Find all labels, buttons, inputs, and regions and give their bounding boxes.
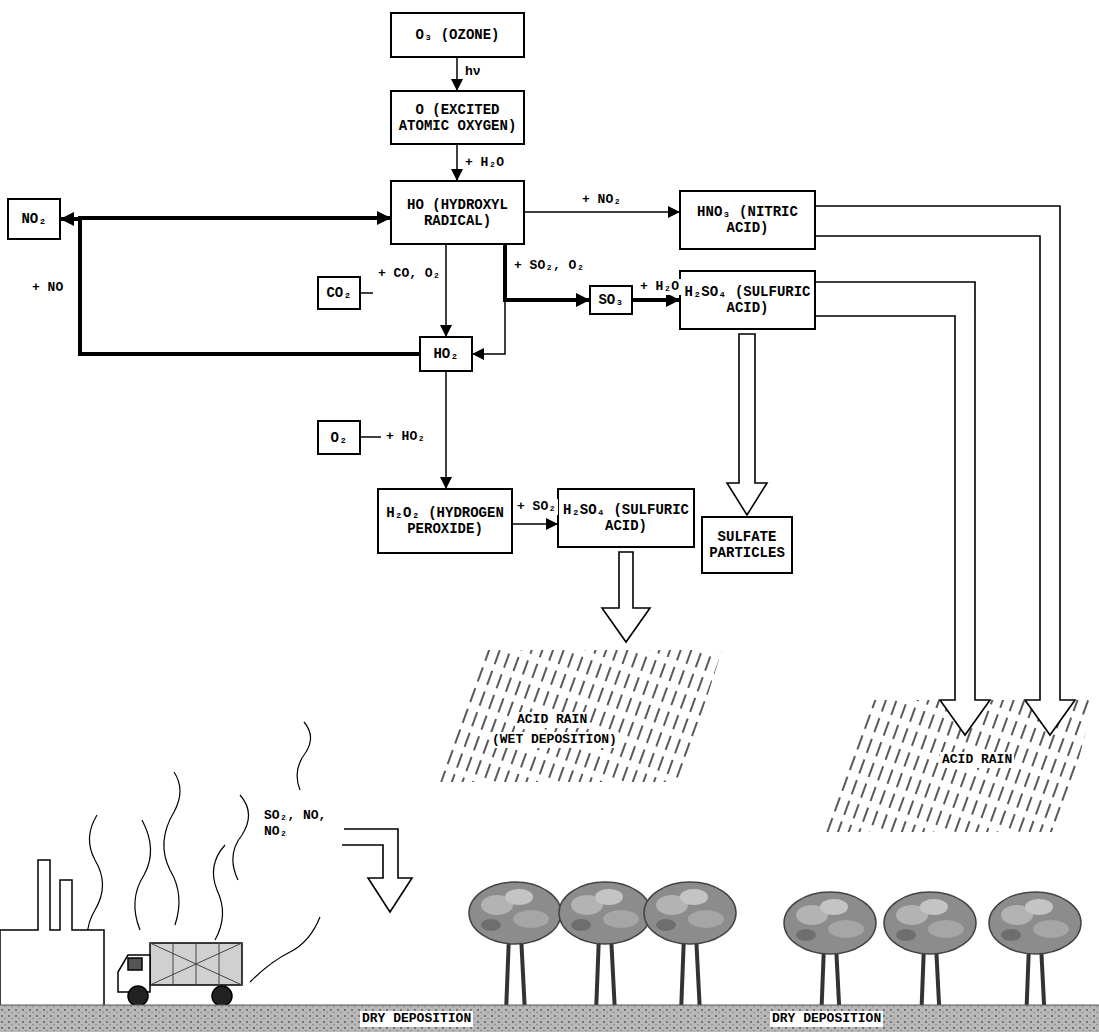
annotation-label: (WET DEPOSITION) <box>490 732 619 748</box>
reactant-label: + NO <box>30 280 65 296</box>
species-box: H₂SO₄ (SULFURIC ACID) <box>557 488 695 548</box>
hollow-arrow-part <box>342 829 412 912</box>
reaction-arrow <box>525 211 679 213</box>
species-text: O₃ (OZONE) <box>395 27 520 43</box>
annotation-label: ACID RAIN <box>940 752 1014 768</box>
species-text: O (EXCITED ATOMIC OXYGEN) <box>395 102 520 134</box>
reaction-stub <box>360 293 381 437</box>
species-box: O₃ (OZONE) <box>390 12 525 58</box>
trees-part <box>469 882 561 1013</box>
truck <box>118 943 242 1006</box>
truck-part <box>212 986 232 1006</box>
hollow-arrow <box>342 206 1075 912</box>
hollow-arrow-part <box>602 552 650 642</box>
species-text: CO₂ <box>322 285 356 301</box>
truck-part <box>150 943 242 985</box>
smoke-part <box>213 845 225 940</box>
hollow-arrow-part <box>815 206 1075 735</box>
trees-part <box>884 892 976 1023</box>
reactant-label: + CO, O₂ <box>376 266 442 282</box>
trees-part <box>559 882 651 1013</box>
reaction-arrow-main <box>505 245 589 300</box>
annotation-label: ACID RAIN <box>515 712 589 728</box>
species-text: O₂ <box>322 430 356 446</box>
species-box: O (EXCITED ATOMIC OXYGEN) <box>390 90 525 145</box>
reaction-arrow <box>456 58 458 90</box>
factory <box>0 860 104 1008</box>
trees-part <box>644 882 736 1013</box>
ground-part <box>0 1005 1099 1006</box>
species-box: SULFATE PARTICLES <box>701 516 793 574</box>
species-box: O₂ <box>317 420 361 455</box>
factory-part <box>0 860 104 1008</box>
trees-part <box>989 892 1081 1023</box>
smoke-part <box>233 795 249 880</box>
reaction-arrow <box>445 245 447 336</box>
annotation-label: DRY DEPOSITION <box>360 1011 473 1027</box>
ground-part <box>0 1005 1099 1032</box>
reaction-arrow-main <box>80 218 419 354</box>
species-text: SULFATE PARTICLES <box>706 529 788 561</box>
reaction-arrow-main <box>61 219 419 354</box>
species-box: H₂SO₄ (SULFURIC ACID) <box>679 270 816 330</box>
species-box: H₂O₂ (HYDROGEN PEROXIDE) <box>377 488 513 554</box>
species-box: HO₂ <box>419 336 473 372</box>
species-text: SO₃ <box>594 292 628 308</box>
smoke-part <box>164 772 180 925</box>
reaction-stub-part <box>360 292 373 294</box>
trees-part <box>784 892 876 1023</box>
reaction-arrow <box>513 523 557 525</box>
species-text: H₂SO₄ (SULFURIC ACID) <box>562 502 690 534</box>
hollow-arrow-part <box>815 282 990 735</box>
rain-hatching-part <box>440 650 722 782</box>
ground <box>0 1005 1099 1032</box>
reactant-label: hν <box>463 64 483 80</box>
smoke-part <box>297 722 310 790</box>
species-box: HO (HYDROXYL RADICAL) <box>390 180 525 245</box>
reactant-label: + NO₂ <box>580 192 623 208</box>
reactant-label: + SO₂ <box>515 499 558 515</box>
reactant-label: + H₂O <box>638 279 681 295</box>
truck-part <box>128 958 142 970</box>
truck-part <box>128 986 148 1006</box>
reactant-label: + H₂O <box>463 155 506 171</box>
reaction-arrow <box>445 372 447 488</box>
species-text: HO (HYDROXYL RADICAL) <box>395 197 520 229</box>
reactant-label: + HO₂ <box>384 429 427 445</box>
species-box: NO₂ <box>7 198 61 240</box>
species-box: HNO₃ (NITRIC ACID) <box>679 190 816 250</box>
smoke-part <box>135 820 151 930</box>
species-text: HO₂ <box>424 346 468 362</box>
reaction-arrow <box>473 245 505 354</box>
reaction-arrow <box>456 145 458 180</box>
rain-hatching <box>440 650 1094 832</box>
species-box: CO₂ <box>317 276 361 310</box>
species-text: HNO₃ (NITRIC ACID) <box>684 204 811 236</box>
reaction-arrow-main <box>633 298 679 302</box>
hollow-arrow <box>727 334 767 515</box>
species-text: H₂SO₄ (SULFURIC ACID) <box>684 284 811 316</box>
trees <box>469 882 1081 1023</box>
species-text: NO₂ <box>12 211 56 227</box>
annotation-label: DRY DEPOSITION <box>770 1011 883 1027</box>
species-text: H₂O₂ (HYDROGEN PEROXIDE) <box>382 505 508 537</box>
species-box: SO₃ <box>589 285 633 315</box>
reaction-stub-part <box>360 436 381 438</box>
annotation-label: SO₂, NO, NO₂ <box>262 808 344 839</box>
truck-part <box>150 943 242 985</box>
smoke-part <box>250 917 320 982</box>
reactant-label: + SO₂, O₂ <box>512 258 586 274</box>
